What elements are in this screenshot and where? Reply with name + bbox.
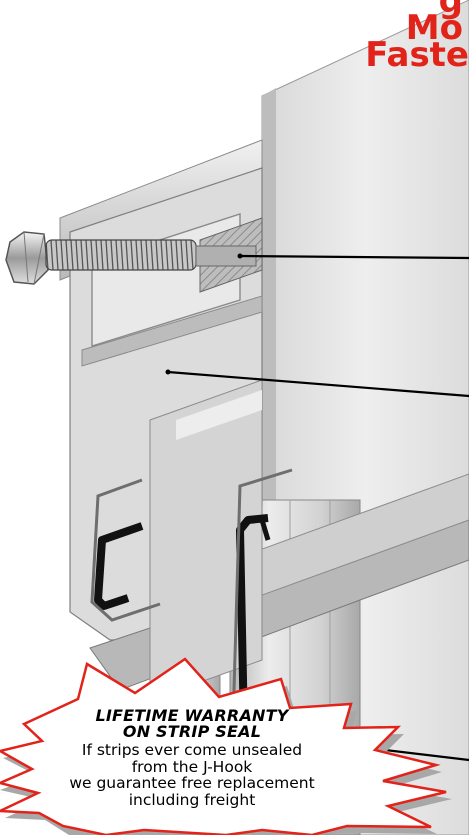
heading-line-2: Mo [405,8,463,48]
pointer-line-profile [167,370,469,398]
strip-seal-left [94,522,144,610]
warranty-title: LIFETIME WARRANTY ON STRIP SEAL [52,708,332,740]
hex-bolt-icon [5,231,257,285]
warranty-callout: LIFETIME WARRANTY ON STRIP SEAL If strip… [52,708,332,808]
heading-line-1: g [438,0,463,21]
heading-line-3: Faste [365,35,469,75]
warranty-body-line-3: we guarantee free replacement [69,774,315,792]
j-hook-left [90,478,161,622]
warranty-body-line-1: If strips ever come unsealed [81,741,303,759]
warranty-body: If strips ever come unsealed from the J-… [52,742,332,808]
warranty-body-line-2: from the J-Hook [131,757,253,776]
warranty-body-line-4: including freight [128,790,256,809]
page-heading: g Mo Faste [365,0,469,75]
warranty-title-line-2: ON STRIP SEAL [122,722,262,741]
warranty-burst [0,657,447,835]
pointer-line-bolt [239,254,469,260]
warranty-title-line-1: LIFETIME WARRANTY [95,706,289,725]
